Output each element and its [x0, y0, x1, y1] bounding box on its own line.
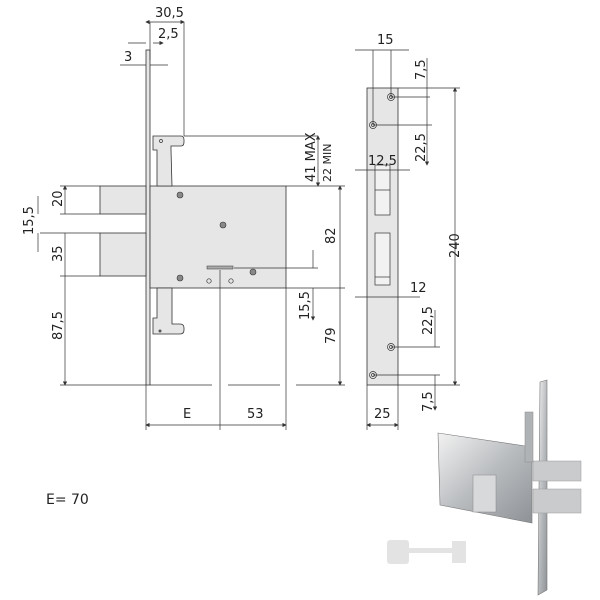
bottom-latch-rod: [152, 287, 185, 335]
dim-2-5: 2,5: [158, 27, 179, 42]
dim-7-5-bottom: 7,5: [421, 391, 436, 412]
photo-top-bolt: [532, 460, 582, 482]
dim-87-5: 87,5: [51, 311, 66, 340]
dim-20: 20: [51, 190, 66, 207]
photo-cylinder-plate: [472, 474, 497, 513]
dim-15-5-right: 15,5: [298, 291, 313, 320]
photo-latch-rod: [524, 411, 534, 463]
dim-7-5-top: 7,5: [414, 59, 429, 80]
dim-3: 3: [124, 50, 132, 65]
top-bolt: [99, 185, 147, 215]
dim-25: 25: [374, 407, 391, 422]
photo-faceplate: [537, 379, 548, 596]
dim-22-min: 22 MIN: [321, 144, 334, 182]
dim-53: 53: [247, 407, 264, 422]
dim-22-5-top: 22,5: [414, 133, 429, 162]
lock-body: [149, 185, 287, 289]
slot-bottom: [374, 232, 391, 286]
bottom-bolt: [99, 232, 147, 277]
dim-12: 12: [410, 281, 427, 296]
dim-12-5: 12,5: [368, 154, 397, 169]
rod-pin: [159, 139, 163, 143]
dim-82: 82: [324, 227, 339, 244]
screws: [176, 191, 257, 284]
dim-15: 15: [377, 33, 394, 48]
photo-bottom-bolt: [532, 488, 582, 514]
dim-22-5-bottom: 22,5: [421, 306, 436, 335]
dim-240: 240: [448, 233, 463, 258]
top-latch-rod: [152, 135, 185, 187]
e-dimension-note: E= 70: [46, 492, 89, 508]
lock-side-view: 30,5 2,5 3 41 MAX 22 MIN 20 15,5 35 87,5…: [22, 6, 345, 430]
dim-79: 79: [324, 327, 339, 344]
strike-plate-view: 15 7,5 22,5 12,5 240 12 22,5 7,5 25: [355, 33, 463, 430]
key-icon: [387, 540, 466, 564]
dim-30-5: 30,5: [155, 6, 184, 21]
rod-pin: [158, 329, 162, 333]
keyhole: [206, 265, 234, 270]
dim-15-5-left: 15,5: [22, 206, 37, 235]
dim-e: E: [183, 407, 191, 422]
lock-product-illustration: [387, 379, 582, 596]
dim-41-max: 41 MAX: [304, 132, 319, 182]
faceplate: [145, 49, 151, 386]
dim-35: 35: [51, 245, 66, 262]
